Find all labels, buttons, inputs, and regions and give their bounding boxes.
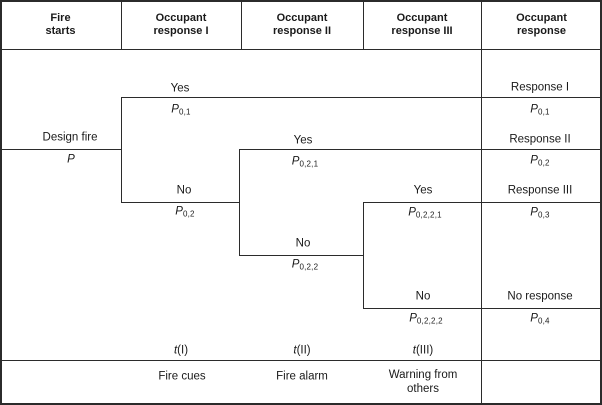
- branch2-no-probability: P0,2,2: [292, 259, 318, 272]
- design-fire-label: Design fire: [42, 131, 98, 144]
- time-stage: (I): [177, 344, 189, 357]
- probability-subscript: 0,1: [178, 107, 191, 117]
- header-cell-occupant-response-2: Occupant response II: [241, 0, 363, 49]
- header-divider-3: [363, 0, 364, 49]
- outcome-no-response-probability: P0,4: [530, 313, 549, 326]
- header-line: response: [517, 24, 566, 37]
- probability-symbol: P: [530, 206, 538, 219]
- probability-symbol: P: [530, 154, 538, 167]
- tree-line-yes-1: [121, 97, 600, 98]
- probability-symbol: P: [530, 312, 538, 325]
- branch3-yes-label: Yes: [413, 184, 433, 197]
- tree-line-no-1: [121, 202, 239, 203]
- branch1-no-label: No: [176, 184, 192, 197]
- header-line: response I: [153, 24, 209, 37]
- probability-symbol: P: [530, 103, 538, 116]
- probability-symbol: P: [291, 258, 300, 271]
- header-cell-occupant-response: Occupant response: [481, 0, 602, 49]
- tree-line-yes-2: [239, 149, 600, 150]
- header-cell-occupant-response-3: Occupant response III: [363, 0, 481, 49]
- outcome-response-3-probability: P0,3: [530, 207, 549, 220]
- header-cell-fire-starts: Fire starts: [0, 0, 121, 49]
- header-cell-occupant-response-1: Occupant response I: [121, 0, 241, 49]
- header-line: response II: [272, 24, 332, 37]
- time-symbol: t: [173, 344, 178, 357]
- header-line: Occupant: [155, 11, 207, 24]
- branch1-no-probability: P0,2: [175, 206, 194, 219]
- header-line: starts: [45, 24, 76, 37]
- cue-fire-alarm: Fire alarm: [276, 370, 328, 383]
- outcome-no-response-label: No response: [507, 290, 573, 303]
- probability-subscript: 0,2: [182, 209, 195, 219]
- tree-line-no-2: [239, 255, 363, 256]
- outcome-response-2-label: Response II: [509, 133, 571, 146]
- design-fire-probability: P: [67, 154, 75, 167]
- cue-fire-cues: Fire cues: [158, 370, 206, 383]
- header-line: response III: [391, 24, 453, 37]
- branch3-no-label: No: [415, 290, 431, 303]
- time-stage: (II): [296, 344, 311, 357]
- cue-warning-line2: others: [407, 383, 439, 395]
- outcome-response-1-probability: P0,1: [530, 104, 549, 117]
- branch2-no-label: No: [295, 237, 311, 250]
- header-line: Occupant: [516, 11, 567, 24]
- probability-symbol: P: [171, 103, 179, 116]
- header-divider-1: [121, 0, 122, 49]
- probability-symbol: P: [67, 153, 75, 166]
- probability-subscript: 0,1: [537, 107, 550, 117]
- tree-line-yes-3: [363, 202, 600, 203]
- probability-symbol: P: [291, 155, 300, 168]
- cue-warning-from-others: Warning from others: [389, 368, 458, 396]
- probability-symbol: P: [408, 206, 416, 219]
- timeline-divider: [0, 360, 602, 361]
- probability-subscript: 0,2,2,1: [415, 210, 442, 220]
- header-line: Fire: [50, 11, 71, 24]
- tree-fork-2: [239, 149, 240, 256]
- header-line: Occupant: [396, 11, 448, 24]
- outcome-response-2-probability: P0,2: [530, 155, 549, 168]
- cue-warning-line1: Warning from: [388, 369, 458, 381]
- tree-fork-3: [363, 202, 364, 309]
- probability-subscript: 0,2: [537, 158, 550, 168]
- tree-line-design-fire: [2, 149, 121, 150]
- probability-subscript: 0,2,1: [299, 159, 319, 169]
- branch3-no-probability: P0,2,2,2: [409, 313, 443, 326]
- header-line: Occupant: [276, 11, 328, 24]
- probability-symbol: P: [175, 205, 183, 218]
- time-label-3: t(III): [413, 345, 433, 358]
- branch2-yes-probability: P0,2,1: [292, 156, 318, 169]
- header-divider-2: [241, 0, 242, 49]
- time-symbol: t: [293, 344, 297, 357]
- branch3-yes-probability: P0,2,2,1: [408, 207, 442, 220]
- probability-symbol: P: [409, 312, 417, 325]
- branch1-yes-label: Yes: [170, 82, 190, 95]
- header-bottom-line: [0, 49, 602, 50]
- time-label-1: t(I): [174, 345, 188, 358]
- probability-subscript: 0,2,2: [299, 262, 319, 272]
- branch1-yes-probability: P0,1: [171, 104, 190, 117]
- probability-subscript: 0,4: [537, 316, 550, 326]
- outcome-response-3-label: Response III: [507, 184, 573, 197]
- tree-line-no-3: [363, 308, 600, 309]
- time-symbol: t: [412, 344, 416, 357]
- outcome-response-1-label: Response I: [510, 81, 570, 94]
- probability-subscript: 0,2,2,2: [416, 316, 443, 326]
- probability-subscript: 0,3: [537, 210, 550, 220]
- tree-fork-1: [121, 97, 122, 203]
- time-stage: (III): [415, 344, 434, 357]
- branch2-yes-label: Yes: [293, 134, 313, 147]
- time-label-2: t(II): [293, 345, 310, 358]
